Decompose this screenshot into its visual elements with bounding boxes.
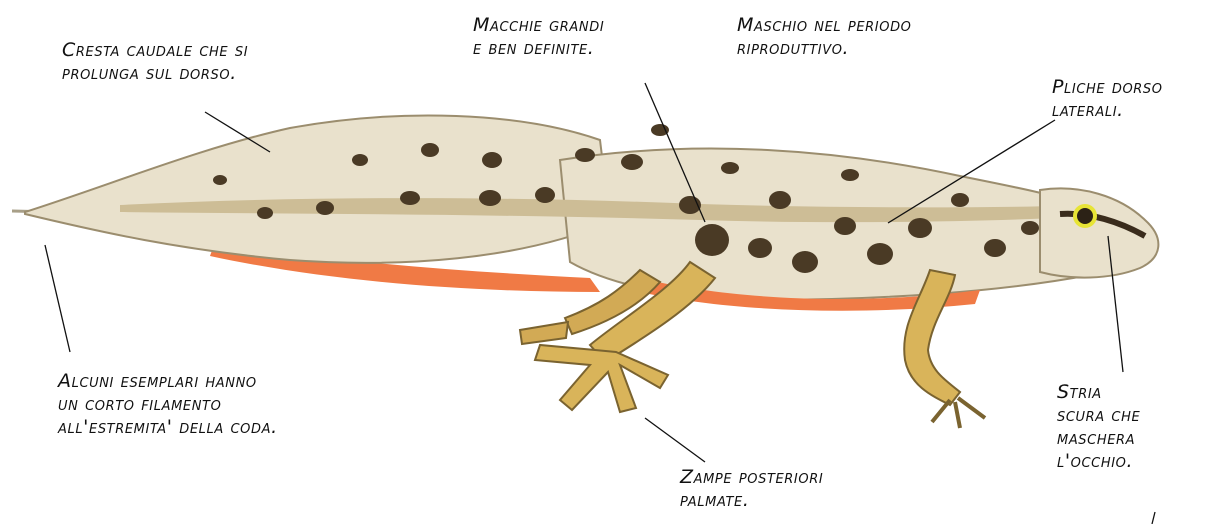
- leader-extra: [1152, 512, 1155, 524]
- label-male: Maschio nel periodo riproduttivo.: [737, 14, 912, 60]
- leader-filament: [45, 245, 70, 352]
- leader-hindlegs: [645, 418, 705, 462]
- hind-foot-webbed: [535, 345, 668, 412]
- label-crest: Cresta caudale che si prolunga sul dorso…: [62, 39, 248, 85]
- tail: [25, 116, 610, 263]
- eye: [1075, 206, 1095, 226]
- label-hindlegs: Zampe posteriori palmate.: [680, 466, 823, 512]
- label-dorsolateral: Pliche dorso laterali.: [1052, 76, 1163, 122]
- label-eye-stripe: Stria scura che maschera l'occhio.: [1057, 381, 1140, 473]
- hind-foot-left: [520, 322, 568, 344]
- front-foot: [932, 398, 985, 428]
- label-filament: Alcuni esemplari hanno un corto filament…: [58, 370, 278, 439]
- label-spots: Macchie grandi e ben definite.: [473, 14, 604, 60]
